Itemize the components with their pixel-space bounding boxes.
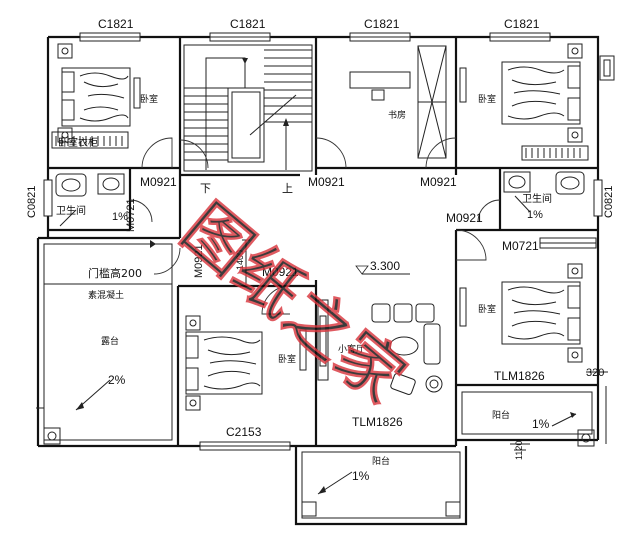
door-label-5: M0921 [262,265,299,279]
door-label-7: M0721 [502,239,539,253]
wardrobe-top-right [521,145,589,161]
door-swings [129,137,501,315]
label-window-right: C0821 [603,186,615,218]
wardrobe-top-left [51,131,129,149]
slope-terrace: 2% [108,373,126,387]
interior-walls [48,37,598,238]
threshold-note: 门槛高200 [88,266,142,280]
door-label-3: M0921 [420,175,457,189]
watermark-text: 图纸之家 [169,190,419,416]
label-window-top-2: C1821 [230,17,266,31]
label-window-top-4: C1821 [504,17,540,31]
terrace-area [36,243,173,445]
stair-down-label: 下 [200,182,211,195]
room-bedroom-4: 卧室 [478,303,496,315]
dim-320: 320 [586,367,604,379]
concrete-note: 素混凝土 [88,289,124,301]
elevation-mark: 3.300 [370,259,400,273]
bathroom-right-fixtures [503,171,585,213]
door-label-tlm-2: TLM1826 [494,369,545,383]
bed-bottom-left [185,315,263,411]
room-bath-left: 卫生间 [56,204,86,217]
lounge-furniture [317,299,443,395]
room-balcony-right: 阳台 [492,409,510,421]
dimension-lines [242,55,615,444]
study-furniture [349,45,447,159]
window-right [593,179,603,217]
exterior-walls [36,35,600,448]
label-window-bottom: C2153 [226,425,262,439]
label-window-top-1: C1821 [98,17,134,31]
slope-balcony-right: 1% [532,417,550,431]
window-left [43,179,53,217]
door-label-1: M0921 [140,175,177,189]
room-bath-right: 卫生间 [522,192,552,205]
room-study: 书房 [388,109,406,121]
windows [43,32,603,451]
stair-up-label: 上 [282,182,293,195]
bed-top-right [501,43,583,143]
room-lounge: 小客厅 [338,343,365,355]
room-bedroom-3: 卧室 [278,353,296,365]
watermark: 图纸之家 [168,189,420,418]
wardrobe-text: 卧室衣柜 [58,136,98,149]
door-label-tlm-1: TLM1826 [352,415,403,429]
bed-top-left [57,43,131,143]
bathroom-left-fixtures [55,173,125,227]
slope-balcony-bottom: 1% [352,469,370,483]
room-bedroom-1: 卧室 [140,93,158,105]
label-window-top-3: C1821 [364,17,400,31]
dim-1400: 1400 [235,250,245,270]
dim-1120: 1120 [514,441,524,460]
balcony-right-area [461,391,595,451]
door-label-2: M0921 [308,175,345,189]
door-label-8: M0921 [193,244,205,278]
door-label-4: M0921 [446,211,483,225]
door-label-6: M0721 [125,198,137,232]
balcony-bottom-area [294,446,468,526]
room-balcony-bottom: 阳台 [372,455,390,467]
label-window-left: C0821 [26,186,38,218]
slope-bath-right: 1% [527,209,543,221]
staircase [183,44,313,172]
room-bedroom-2: 卧室 [478,93,496,105]
slope-bath-left: 1% [112,211,128,223]
bed-right [501,263,583,363]
room-terrace: 露台 [101,335,119,347]
